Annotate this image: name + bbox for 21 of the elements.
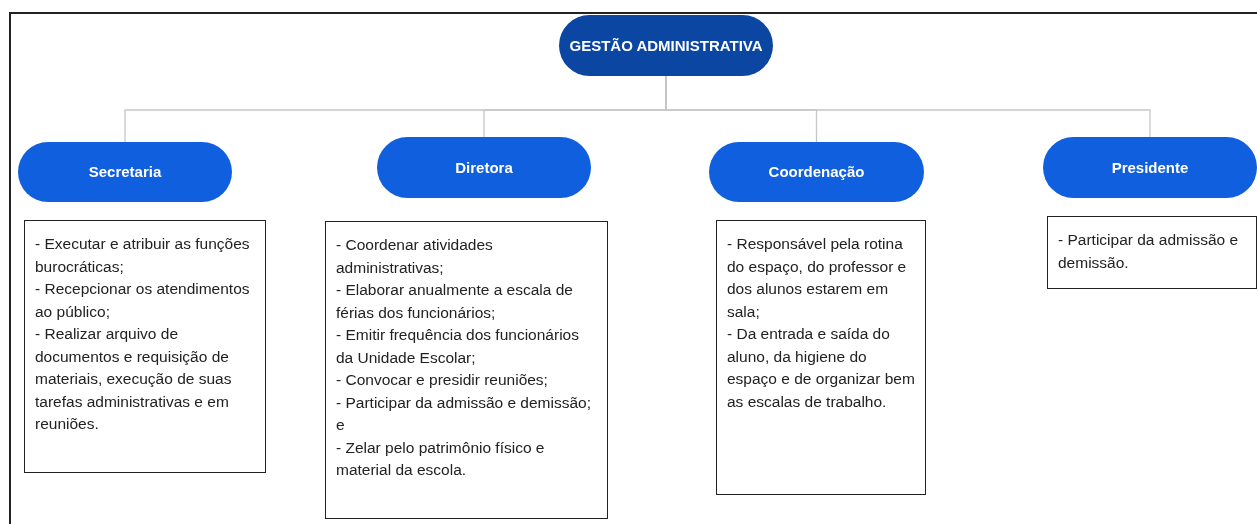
role-pill: Diretora [377,137,591,198]
list-item: - Coordenar atividades administrativas; [336,235,494,278]
list-item: - Realizar arquivo de documentos e requisição de materiais, execução de suas tarefas administrativas e em reuniões. [35,324,233,434]
role-pill: Presidente [1043,137,1257,198]
role-pill: Coordenação [709,142,924,202]
role-pill: Secretaria [18,142,232,202]
list-item: - Participar da admissão e demissão. [1058,230,1240,273]
list-item: - Elaborar anualmente a escala de férias dos funcionários; [336,280,574,323]
list-item: - Recepcionar os atendimentos ao público; [35,279,251,322]
list-item: - Emitir frequência dos funcionários da Unidade Escolar; [336,325,580,368]
list-item: - Participar da admissão e demissão; e [336,392,592,435]
list-item: - Convocar e presidir reuniões; [336,370,549,390]
text-box [325,221,608,519]
role-pill: GESTÃO ADMINISTRATIVA [559,15,773,76]
text-box [1047,216,1257,289]
list-item: - Da entrada e saída do aluno, da higiene do espaço e de organizar bem as escalas de trabalho. [727,324,915,412]
list-item: - Executar e atribuir as funções burocráticas; [35,234,251,277]
list-item: - Responsável pela rotina do espaço, do professor e dos alunos estarem em sala; [727,234,908,322]
text-box [716,220,926,495]
list-item: - Zelar pelo patrimônio físico e material da escola. [336,437,546,480]
text-box [24,220,266,473]
